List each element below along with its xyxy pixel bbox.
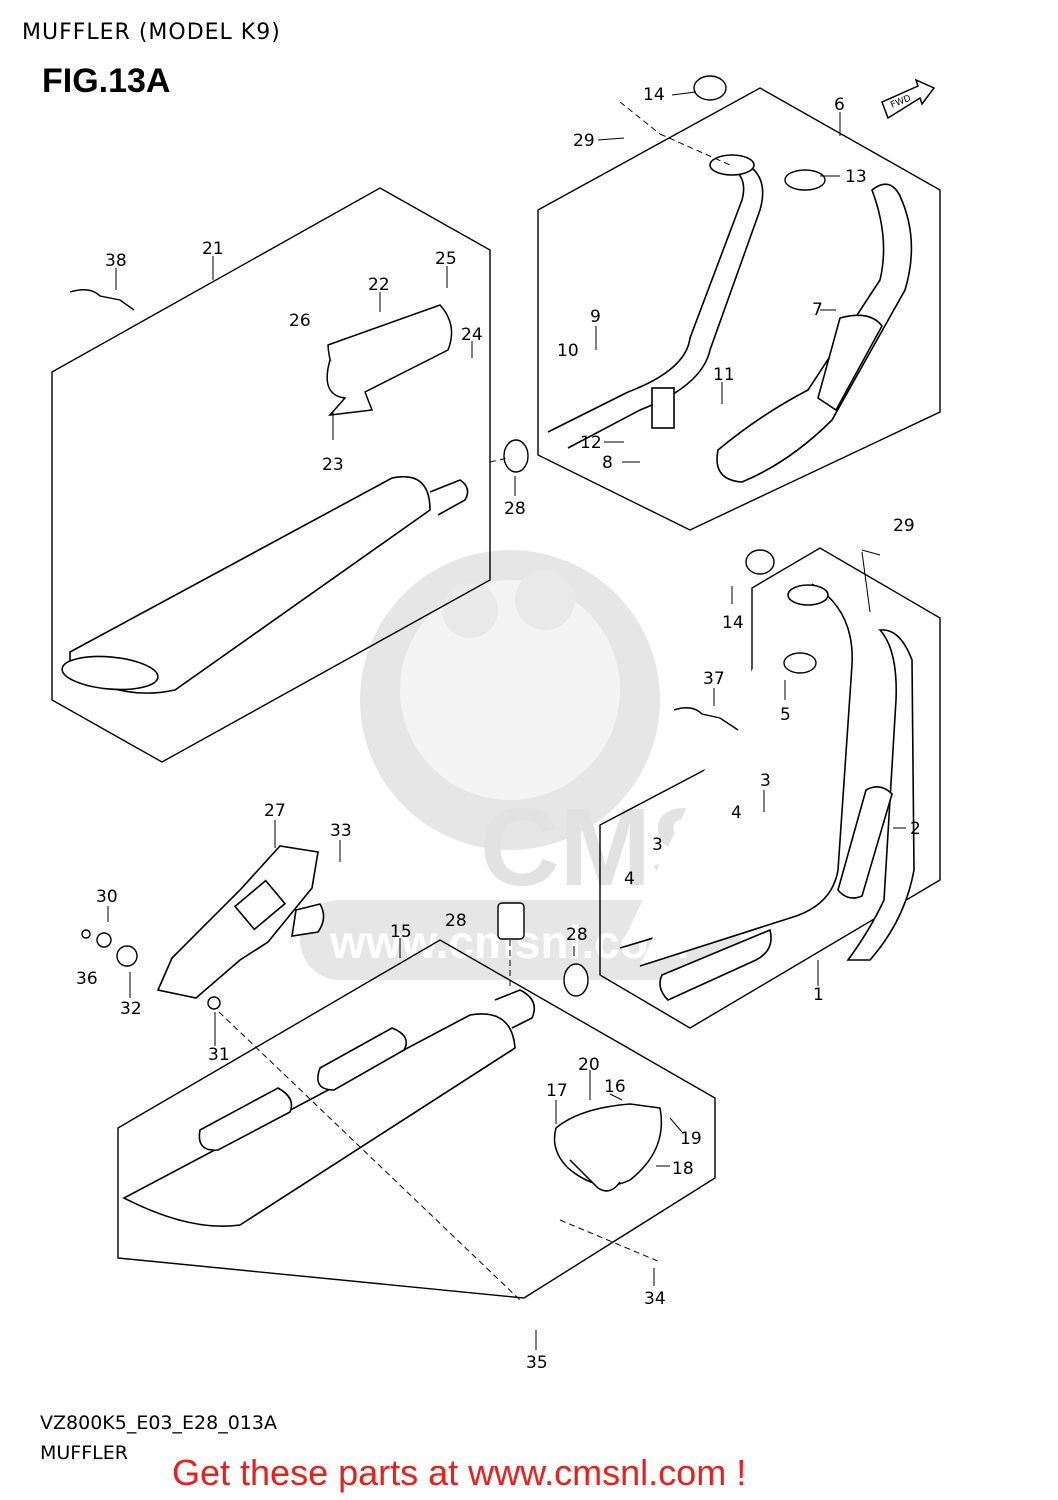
callout-26: 26 xyxy=(289,311,311,331)
callout-24: 24 xyxy=(461,325,483,345)
page-title: MUFFLER (MODEL K9) xyxy=(22,20,281,45)
cms-watermark: CMS www.cmsnl.com xyxy=(300,550,740,980)
callout-38: 38 xyxy=(105,251,127,271)
bracket-27 xyxy=(156,845,325,999)
callout-4: 4 xyxy=(731,803,742,823)
callout-10: 10 xyxy=(557,341,579,361)
callout-17: 17 xyxy=(546,1081,568,1101)
callout-11: 11 xyxy=(713,365,735,385)
callout-1: 1 xyxy=(813,985,824,1005)
callout-22: 22 xyxy=(368,275,390,295)
callout-3: 3 xyxy=(760,771,771,791)
promo-link[interactable]: Get these parts at www.cmsnl.com ! xyxy=(172,1452,747,1493)
diagram-code: VZ800K5_E03_E28_013A xyxy=(40,1412,277,1434)
fwd-arrow-icon: FWD xyxy=(881,78,936,120)
callout-9: 9 xyxy=(590,307,601,327)
heat-shield-16 xyxy=(553,1103,663,1192)
callout-4: 4 xyxy=(624,869,635,889)
callout-6: 6 xyxy=(834,95,845,115)
callout-12: 12 xyxy=(580,433,602,453)
callout-37: 37 xyxy=(703,669,725,689)
callout-14: 14 xyxy=(643,85,665,105)
leader-lines xyxy=(107,91,906,1350)
callout-29: 29 xyxy=(573,131,595,151)
callout-5: 5 xyxy=(780,705,791,725)
group-box-15 xyxy=(117,939,716,1299)
callout-2: 2 xyxy=(910,819,921,839)
callout-16: 16 xyxy=(604,1077,626,1097)
callout-3: 3 xyxy=(652,835,663,855)
diagram-caption: MUFFLER xyxy=(40,1442,128,1464)
heat-cover-7 xyxy=(716,183,913,483)
group-box-21 xyxy=(51,187,491,763)
front-exhaust-pipe-6 xyxy=(547,154,764,449)
callout-13: 13 xyxy=(845,167,867,187)
callout-35: 35 xyxy=(526,1353,548,1373)
rear-exhaust-pipe-1 xyxy=(619,583,915,1001)
callout-25: 25 xyxy=(435,249,457,269)
callout-34: 34 xyxy=(644,1289,666,1309)
callout-27: 27 xyxy=(264,801,286,821)
group-box-6 xyxy=(537,87,941,531)
callout-20: 20 xyxy=(578,1055,600,1075)
callout-21: 21 xyxy=(202,239,224,259)
rear-muffler-body xyxy=(61,476,469,694)
callout-7: 7 xyxy=(812,300,823,320)
callout-19: 19 xyxy=(680,1129,702,1149)
callout-30: 30 xyxy=(96,887,118,907)
callout-32: 32 xyxy=(120,999,142,1019)
callout-15: 15 xyxy=(390,922,412,942)
callout-14: 14 xyxy=(722,613,744,633)
small-hardware xyxy=(69,75,826,1010)
callout-28: 28 xyxy=(566,925,588,945)
callout-18: 18 xyxy=(672,1159,694,1179)
callout-23: 23 xyxy=(322,455,344,475)
callout-33: 33 xyxy=(330,821,352,841)
figure-number: FIG.13A xyxy=(42,62,171,100)
callout-28: 28 xyxy=(504,499,526,519)
callout-labels: 1 2 3 3 4 4 5 6 7 8 9 10 11 12 13 14 14 … xyxy=(76,85,921,1373)
heat-shield-22 xyxy=(326,304,453,416)
callout-36: 36 xyxy=(76,969,98,989)
callout-8: 8 xyxy=(602,453,613,473)
callout-28: 28 xyxy=(445,911,467,931)
callout-29: 29 xyxy=(893,516,915,536)
front-muffler-15 xyxy=(122,989,536,1227)
callout-31: 31 xyxy=(208,1045,230,1065)
